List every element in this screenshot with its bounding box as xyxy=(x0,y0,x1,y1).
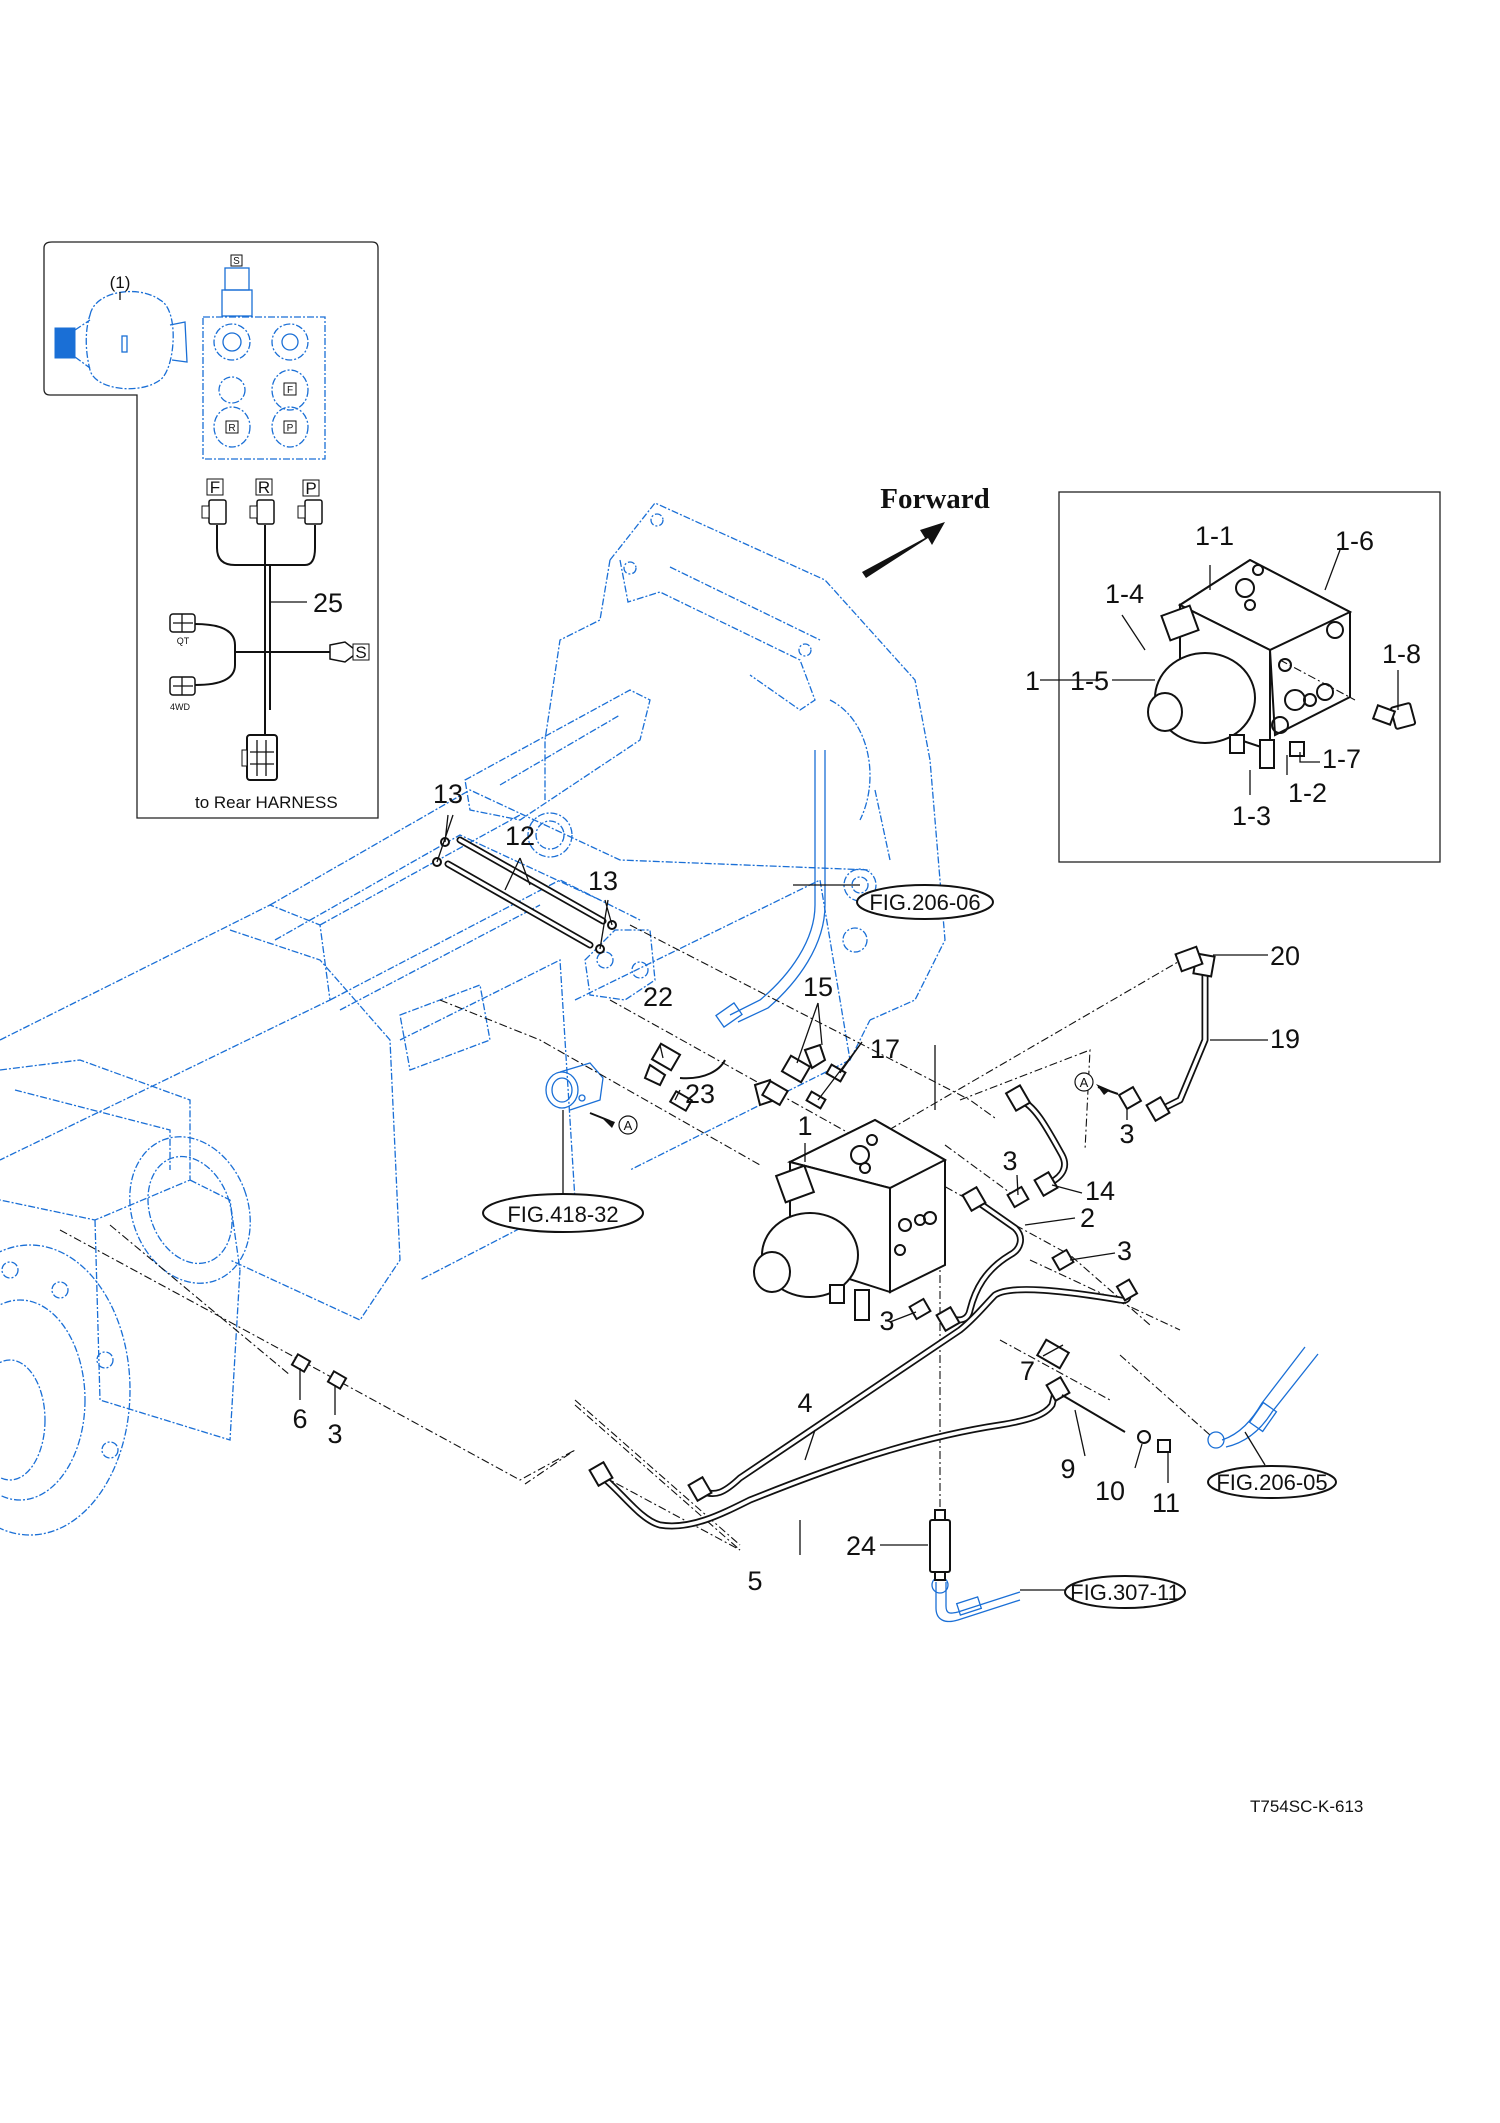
hydraulic-pipes xyxy=(588,952,1216,1530)
connector-4wd: 4WD xyxy=(169,676,196,712)
fig-ref-206-06[interactable]: FIG.206-06 xyxy=(856,884,994,920)
inset-callout-1-2: 1-2 xyxy=(1288,778,1327,808)
callout-11: 11 xyxy=(1152,1488,1180,1518)
inset-tag-s-top: S xyxy=(230,254,243,267)
inset-callout-1-7: 1-7 xyxy=(1322,744,1361,774)
callout-7: 7 xyxy=(1020,1356,1035,1386)
callout-20: 20 xyxy=(1270,941,1300,971)
assembly-lines xyxy=(59,924,1211,1551)
svg-text:4WD: 4WD xyxy=(170,702,191,712)
callout-12: 12 xyxy=(505,821,535,851)
callout-23: 23 xyxy=(685,1079,715,1109)
svg-text:A: A xyxy=(624,1118,633,1133)
valve-detail-inset: 1 1-1 1-2 1-3 1-4 1-5 1-6 1-7 1-8 xyxy=(1025,491,1441,863)
fig-307-11-hose xyxy=(931,1576,1021,1623)
forward-indicator: Forward xyxy=(862,483,990,578)
inset-callout-1-3: 1-3 xyxy=(1232,801,1271,831)
fig-ref-206-05[interactable]: FIG.206-05 xyxy=(1207,1465,1337,1499)
inset-callout-1-1: 1-1 xyxy=(1195,521,1234,551)
callout-1: 1 xyxy=(797,1111,812,1141)
callout-3-lower: 3 xyxy=(879,1306,894,1336)
inset-callout-1: 1 xyxy=(1025,666,1040,696)
inset-tag-f-valve: F xyxy=(283,382,297,396)
callout-3-upper-right: 3 xyxy=(1119,1119,1134,1149)
callout-22: 22 xyxy=(643,982,673,1012)
callout-numbers: 13 12 13 22 23 15 17 20 19 3 1 3 14 2 3 … xyxy=(292,779,1300,1596)
connection-marker-a-left: A xyxy=(589,1112,638,1135)
svg-text:FIG.206-06: FIG.206-06 xyxy=(869,890,980,915)
svg-text:FIG.206-05: FIG.206-05 xyxy=(1216,1470,1327,1495)
connector-r: R xyxy=(249,478,275,525)
svg-text:F: F xyxy=(287,385,293,396)
fig-418-32-component xyxy=(545,1062,604,1111)
svg-text:A: A xyxy=(1080,1075,1089,1090)
callout-2: 2 xyxy=(1080,1203,1095,1233)
callout-10: 10 xyxy=(1095,1476,1125,1506)
callout-24: 24 xyxy=(846,1531,876,1561)
svg-text:QT: QT xyxy=(177,636,190,646)
harness-inset: S F R P (1) F xyxy=(43,241,379,819)
callout-17: 17 xyxy=(870,1034,900,1064)
inset-callout-1-5: 1-5 xyxy=(1070,666,1109,696)
inset-callout-1-4: 1-4 xyxy=(1105,579,1144,609)
svg-text:R: R xyxy=(258,478,270,497)
svg-text:F: F xyxy=(210,478,220,497)
small-fittings xyxy=(290,945,1204,1581)
connector-p: P xyxy=(297,479,323,525)
fig-ref-418-32[interactable]: FIG.418-32 xyxy=(482,1193,644,1233)
inset-tag-p-valve: P xyxy=(283,420,297,434)
callout-14: 14 xyxy=(1085,1176,1115,1206)
connector-f: F xyxy=(201,478,227,525)
callout-5: 5 xyxy=(747,1566,762,1596)
drawing-code: T754SC-K-613 xyxy=(1250,1797,1363,1816)
inset-callout-1-8: 1-8 xyxy=(1382,639,1421,669)
callout-13-left: 13 xyxy=(433,779,463,809)
fittings-upper xyxy=(643,1042,847,1113)
svg-text:FIG.418-32: FIG.418-32 xyxy=(507,1202,618,1227)
svg-text:P: P xyxy=(287,423,294,434)
callout-19: 19 xyxy=(1270,1024,1300,1054)
callout-6: 6 xyxy=(292,1404,307,1434)
transmission-housing-reference xyxy=(0,502,946,1536)
svg-text:S: S xyxy=(233,256,240,267)
forward-label: Forward xyxy=(880,483,990,515)
svg-text:FIG.307-11: FIG.307-11 xyxy=(1070,1580,1180,1605)
connection-marker-a-right: A xyxy=(1074,1072,1119,1095)
inset-callout-1-6: 1-6 xyxy=(1335,526,1374,556)
callout-25: 25 xyxy=(313,588,343,618)
fig-206-05-hose xyxy=(1207,1346,1319,1449)
pipe-rods-12 xyxy=(432,836,617,954)
connector-qt: QT xyxy=(169,613,196,646)
callout-3-near-14: 3 xyxy=(1002,1146,1017,1176)
inset-tag-r-valve: R xyxy=(225,420,239,434)
fig-ref-307-11[interactable]: FIG.307-11 xyxy=(1064,1575,1186,1609)
callout-9: 9 xyxy=(1060,1454,1075,1484)
forward-arrow-icon xyxy=(862,522,945,578)
valve-block-assembly xyxy=(753,1118,948,1321)
callout-3-right: 3 xyxy=(1117,1236,1132,1266)
rear-harness-label: to Rear HARNESS xyxy=(195,793,338,812)
rear-harness-connector xyxy=(241,734,278,781)
connector-s: S xyxy=(329,641,370,663)
callout-3-left: 3 xyxy=(327,1419,342,1449)
callout-leaders xyxy=(299,814,1268,1591)
callout-4: 4 xyxy=(797,1388,812,1418)
svg-text:S: S xyxy=(355,643,366,662)
svg-text:R: R xyxy=(228,423,235,434)
callout-13-right: 13 xyxy=(588,866,618,896)
inset-reference-label: (1) xyxy=(110,273,131,292)
svg-text:P: P xyxy=(305,479,316,498)
callout-15: 15 xyxy=(803,972,833,1002)
